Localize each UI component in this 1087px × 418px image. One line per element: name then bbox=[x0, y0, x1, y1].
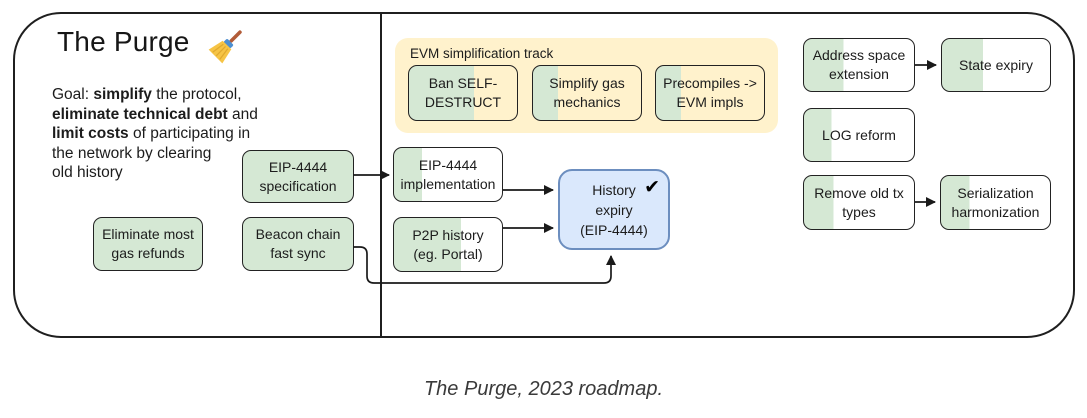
node-label: EIP-4444 implementation bbox=[400, 156, 496, 192]
node-eip4444-implementation: EIP-4444 implementation bbox=[393, 147, 503, 202]
node-label: Ban SELF- DESTRUCT bbox=[424, 75, 502, 110]
node-precompiles-to-evm: Precompiles -> EVM impls bbox=[655, 65, 765, 121]
node-label: History expiry (EIP-4444) bbox=[580, 181, 648, 238]
node-eip4444-specification: EIP-4444 specification bbox=[242, 150, 354, 203]
node-label: LOG reform bbox=[822, 126, 896, 143]
node-label: EIP-4444 specification bbox=[259, 158, 337, 194]
checkmark-icon: ✔ bbox=[644, 177, 660, 198]
goal-text: Goal: simplify the protocol, eliminate t… bbox=[52, 85, 322, 183]
node-label: State expiry bbox=[959, 56, 1033, 73]
node-log-reform: LOG reform bbox=[803, 108, 915, 162]
broom-icon bbox=[208, 30, 242, 64]
node-p2p-history: P2P history (eg. Portal) bbox=[393, 217, 503, 272]
evm-panel-label: EVM simplification track bbox=[410, 46, 554, 61]
goal-line: Goal: simplify the protocol, bbox=[52, 86, 242, 103]
node-simplify-gas-mechanics: Simplify gas mechanics bbox=[532, 65, 642, 121]
node-label: Remove old tx types bbox=[814, 184, 904, 220]
goal-line: limit costs of participating in bbox=[52, 125, 251, 142]
goal-line: old history bbox=[52, 164, 123, 181]
goal-line: eliminate technical debt and bbox=[52, 105, 258, 123]
node-serialization-harmonization: Serialization harmonization bbox=[940, 175, 1051, 230]
page-title: The Purge bbox=[57, 26, 190, 57]
node-history-expiry: History expiry (EIP-4444) ✔ bbox=[558, 169, 670, 250]
node-state-expiry: State expiry bbox=[941, 38, 1051, 92]
node-label: Eliminate most gas refunds bbox=[102, 226, 194, 261]
node-beacon-chain-fast-sync: Beacon chain fast sync bbox=[242, 217, 354, 271]
node-ban-selfdestruct: Ban SELF- DESTRUCT bbox=[408, 65, 518, 121]
node-label: Beacon chain fast sync bbox=[255, 226, 341, 261]
node-label: Serialization harmonization bbox=[951, 184, 1040, 220]
node-label: Simplify gas mechanics bbox=[549, 75, 625, 110]
section-divider bbox=[380, 12, 382, 338]
node-address-space-extension: Address space extension bbox=[803, 38, 915, 92]
node-label: P2P history (eg. Portal) bbox=[412, 226, 484, 262]
node-remove-old-tx-types: Remove old tx types bbox=[803, 175, 915, 230]
node-eliminate-gas-refunds: Eliminate most gas refunds bbox=[93, 217, 203, 271]
node-label: Precompiles -> EVM impls bbox=[663, 75, 757, 110]
goal-line: the network by clearing bbox=[52, 144, 212, 162]
diagram-header: The Purge bbox=[57, 26, 248, 66]
node-label: Address space extension bbox=[812, 47, 906, 82]
figure-caption: The Purge, 2023 roadmap. bbox=[423, 378, 664, 400]
